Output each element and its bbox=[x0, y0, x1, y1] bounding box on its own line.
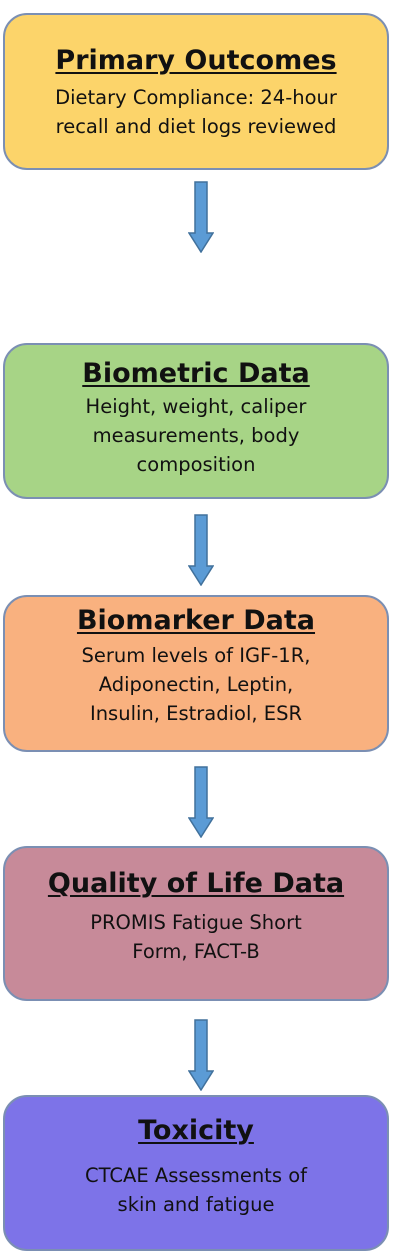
box-line: Form, FACT-B bbox=[132, 940, 260, 963]
flow-arrow-down-icon bbox=[188, 514, 214, 586]
flow-box-quality-of-life-data: Quality of Life Data PROMIS Fatigue Shor… bbox=[3, 846, 389, 1001]
box-line: Serum levels of IGF-1R, bbox=[81, 644, 311, 667]
box-line: CTCAE Assessments of bbox=[85, 1164, 307, 1187]
box-body: Dietary Compliance: 24-hour recall and d… bbox=[5, 83, 387, 141]
flow-box-toxicity: Toxicity CTCAE Assessments of skin and f… bbox=[3, 1095, 389, 1251]
box-title: Toxicity bbox=[138, 1115, 254, 1146]
box-title: Quality of Life Data bbox=[47, 868, 345, 899]
box-body: Height, weight, caliper measurements, bo… bbox=[5, 392, 387, 479]
box-body: Serum levels of IGF-1R, Adiponectin, Lep… bbox=[5, 641, 387, 728]
flow-box-biomarker-data: Biomarker Data Serum levels of IGF-1R, A… bbox=[3, 595, 389, 752]
flow-arrow-down-icon bbox=[188, 766, 214, 838]
box-line: Adiponectin, Leptin, bbox=[98, 673, 294, 696]
box-line: recall and diet logs reviewed bbox=[55, 115, 337, 138]
flow-arrow-down-icon bbox=[188, 1019, 214, 1091]
box-body: CTCAE Assessments of skin and fatigue bbox=[5, 1161, 387, 1219]
box-body: PROMIS Fatigue Short Form, FACT-B bbox=[5, 908, 387, 966]
flow-box-biometric-data: Biometric Data Height, weight, caliper m… bbox=[3, 343, 389, 499]
box-title: Primary Outcomes bbox=[55, 45, 337, 76]
box-title: Biomarker Data bbox=[76, 605, 316, 636]
box-line: composition bbox=[136, 453, 256, 476]
flow-arrow-down-icon bbox=[188, 181, 214, 253]
box-title: Biometric Data bbox=[82, 358, 310, 389]
flow-box-primary-outcomes: Primary Outcomes Dietary Compliance: 24-… bbox=[3, 13, 389, 170]
box-line: PROMIS Fatigue Short bbox=[90, 911, 302, 934]
box-line: Insulin, Estradiol, ESR bbox=[89, 702, 303, 725]
box-line: measurements, body bbox=[92, 424, 300, 447]
box-line: skin and fatigue bbox=[117, 1193, 275, 1216]
box-line: Dietary Compliance: 24-hour bbox=[55, 86, 337, 109]
box-line: Height, weight, caliper bbox=[85, 395, 307, 418]
